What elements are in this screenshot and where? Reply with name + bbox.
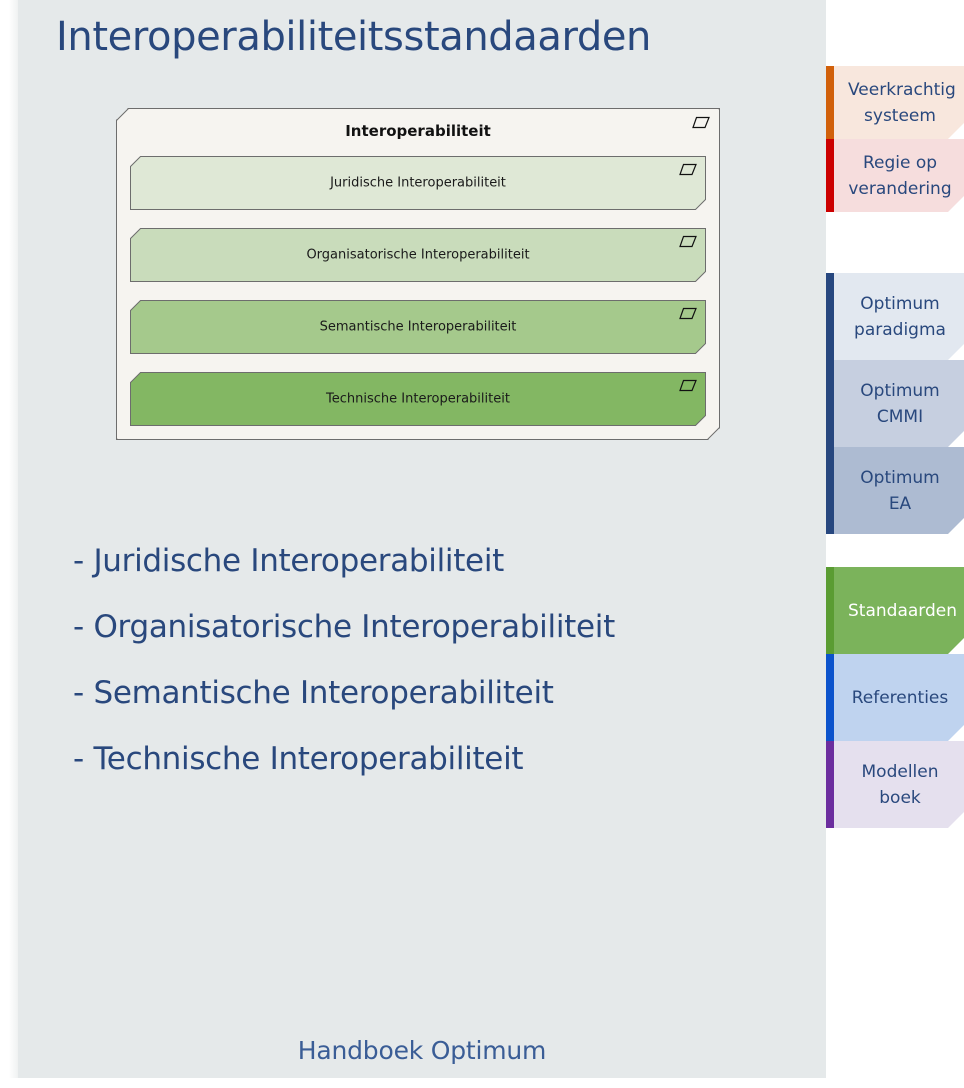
sidebar-tab-regie-op-verandering[interactable]: Regie op verandering [826, 139, 964, 212]
sidebar-tab-label: Veerkrachtig systeem [848, 79, 956, 126]
diagram-element-shape [130, 228, 706, 282]
sidebar-tab-stripe [826, 741, 834, 828]
diagram-element-label: Technische Interoperabiliteit [326, 391, 510, 407]
slide-left-gutter [0, 0, 22, 1078]
sidebar-tab-veerkrachtig-systeem[interactable]: Veerkrachtig systeem [826, 66, 964, 139]
sidebar-tab-optimum-paradigma[interactable]: Optimum paradigma [826, 273, 964, 360]
sidebar-tab-standaarden[interactable]: Standaarden [826, 567, 964, 654]
sidebar-tab-modellen-boek[interactable]: Modellen boek [826, 741, 964, 828]
sidebar-tab-label: Regie op verandering [848, 152, 952, 199]
slide-canvas: Interoperabiliteitsstandaarden Interoper… [18, 0, 826, 1078]
sidebar-tab-label: Optimum CMMI [860, 380, 940, 427]
diagram-container-label: Interoperabiliteit [345, 122, 491, 140]
bullet-list: - Juridische Interoperabiliteit - Organis… [73, 528, 813, 792]
diagram-element-label: Juridische Interoperabiliteit [330, 175, 506, 191]
diagram-element[interactable]: Semantische Interoperabiliteit [130, 300, 706, 354]
sidebar-tab-referenties[interactable]: Referenties [826, 654, 964, 741]
sidebar-tab-stripe [826, 139, 834, 212]
sidebar-tab-label: Standaarden [848, 600, 957, 621]
sidebar-tab-optimum-ea[interactable]: Optimum EA [826, 447, 964, 534]
diagram-element[interactable]: Organisatorische Interoperabiliteit [130, 228, 706, 282]
sidebar-tab-stripe [826, 273, 834, 360]
bullet-item: - Semantische Interoperabiliteit [73, 675, 554, 711]
archimate-grouping-icon [679, 307, 697, 320]
sidebar-tab-label: Modellen boek [861, 761, 939, 808]
diagram-element-shape [130, 300, 706, 354]
bullet-item: - Technische Interoperabiliteit [73, 741, 524, 777]
sidebar-tab-stripe [826, 654, 834, 741]
sidebar-tab-stripe [826, 447, 834, 534]
slide-footer: Handboek Optimum [297, 1036, 547, 1065]
diagram-element[interactable]: Technische Interoperabiliteit [130, 372, 706, 426]
archimate-grouping-icon [692, 116, 710, 129]
bullet-item: - Organisatorische Interoperabiliteit [73, 609, 615, 645]
sidebar-tab-stripe [826, 66, 834, 139]
diagram-element-shape [130, 372, 706, 426]
sidebar-tab-optimum-cmmi[interactable]: Optimum CMMI [826, 360, 964, 447]
diagram-element[interactable]: Juridische Interoperabiliteit [130, 156, 706, 210]
page-title: Interoperabiliteitsstandaarden [56, 14, 651, 60]
archimate-grouping-icon [679, 235, 697, 248]
sidebar-tab-stripe [826, 567, 834, 654]
sidebar-tab-label: Optimum paradigma [854, 293, 946, 340]
archimate-grouping-icon [679, 379, 697, 392]
diagram-element-label: Organisatorische Interoperabiliteit [306, 247, 530, 263]
diagram-element-label: Semantische Interoperabiliteit [319, 319, 517, 335]
bullet-item: - Juridische Interoperabiliteit [73, 543, 504, 579]
sidebar-tab-label: Optimum EA [860, 467, 940, 514]
sidebar-tab-label: Referenties [851, 687, 949, 708]
archimate-diagram: Interoperabiliteit Juridische Interopera… [116, 108, 720, 456]
archimate-grouping-icon [679, 163, 697, 176]
diagram-element-shape [130, 156, 706, 210]
sidebar-tab-stripe [826, 360, 834, 447]
